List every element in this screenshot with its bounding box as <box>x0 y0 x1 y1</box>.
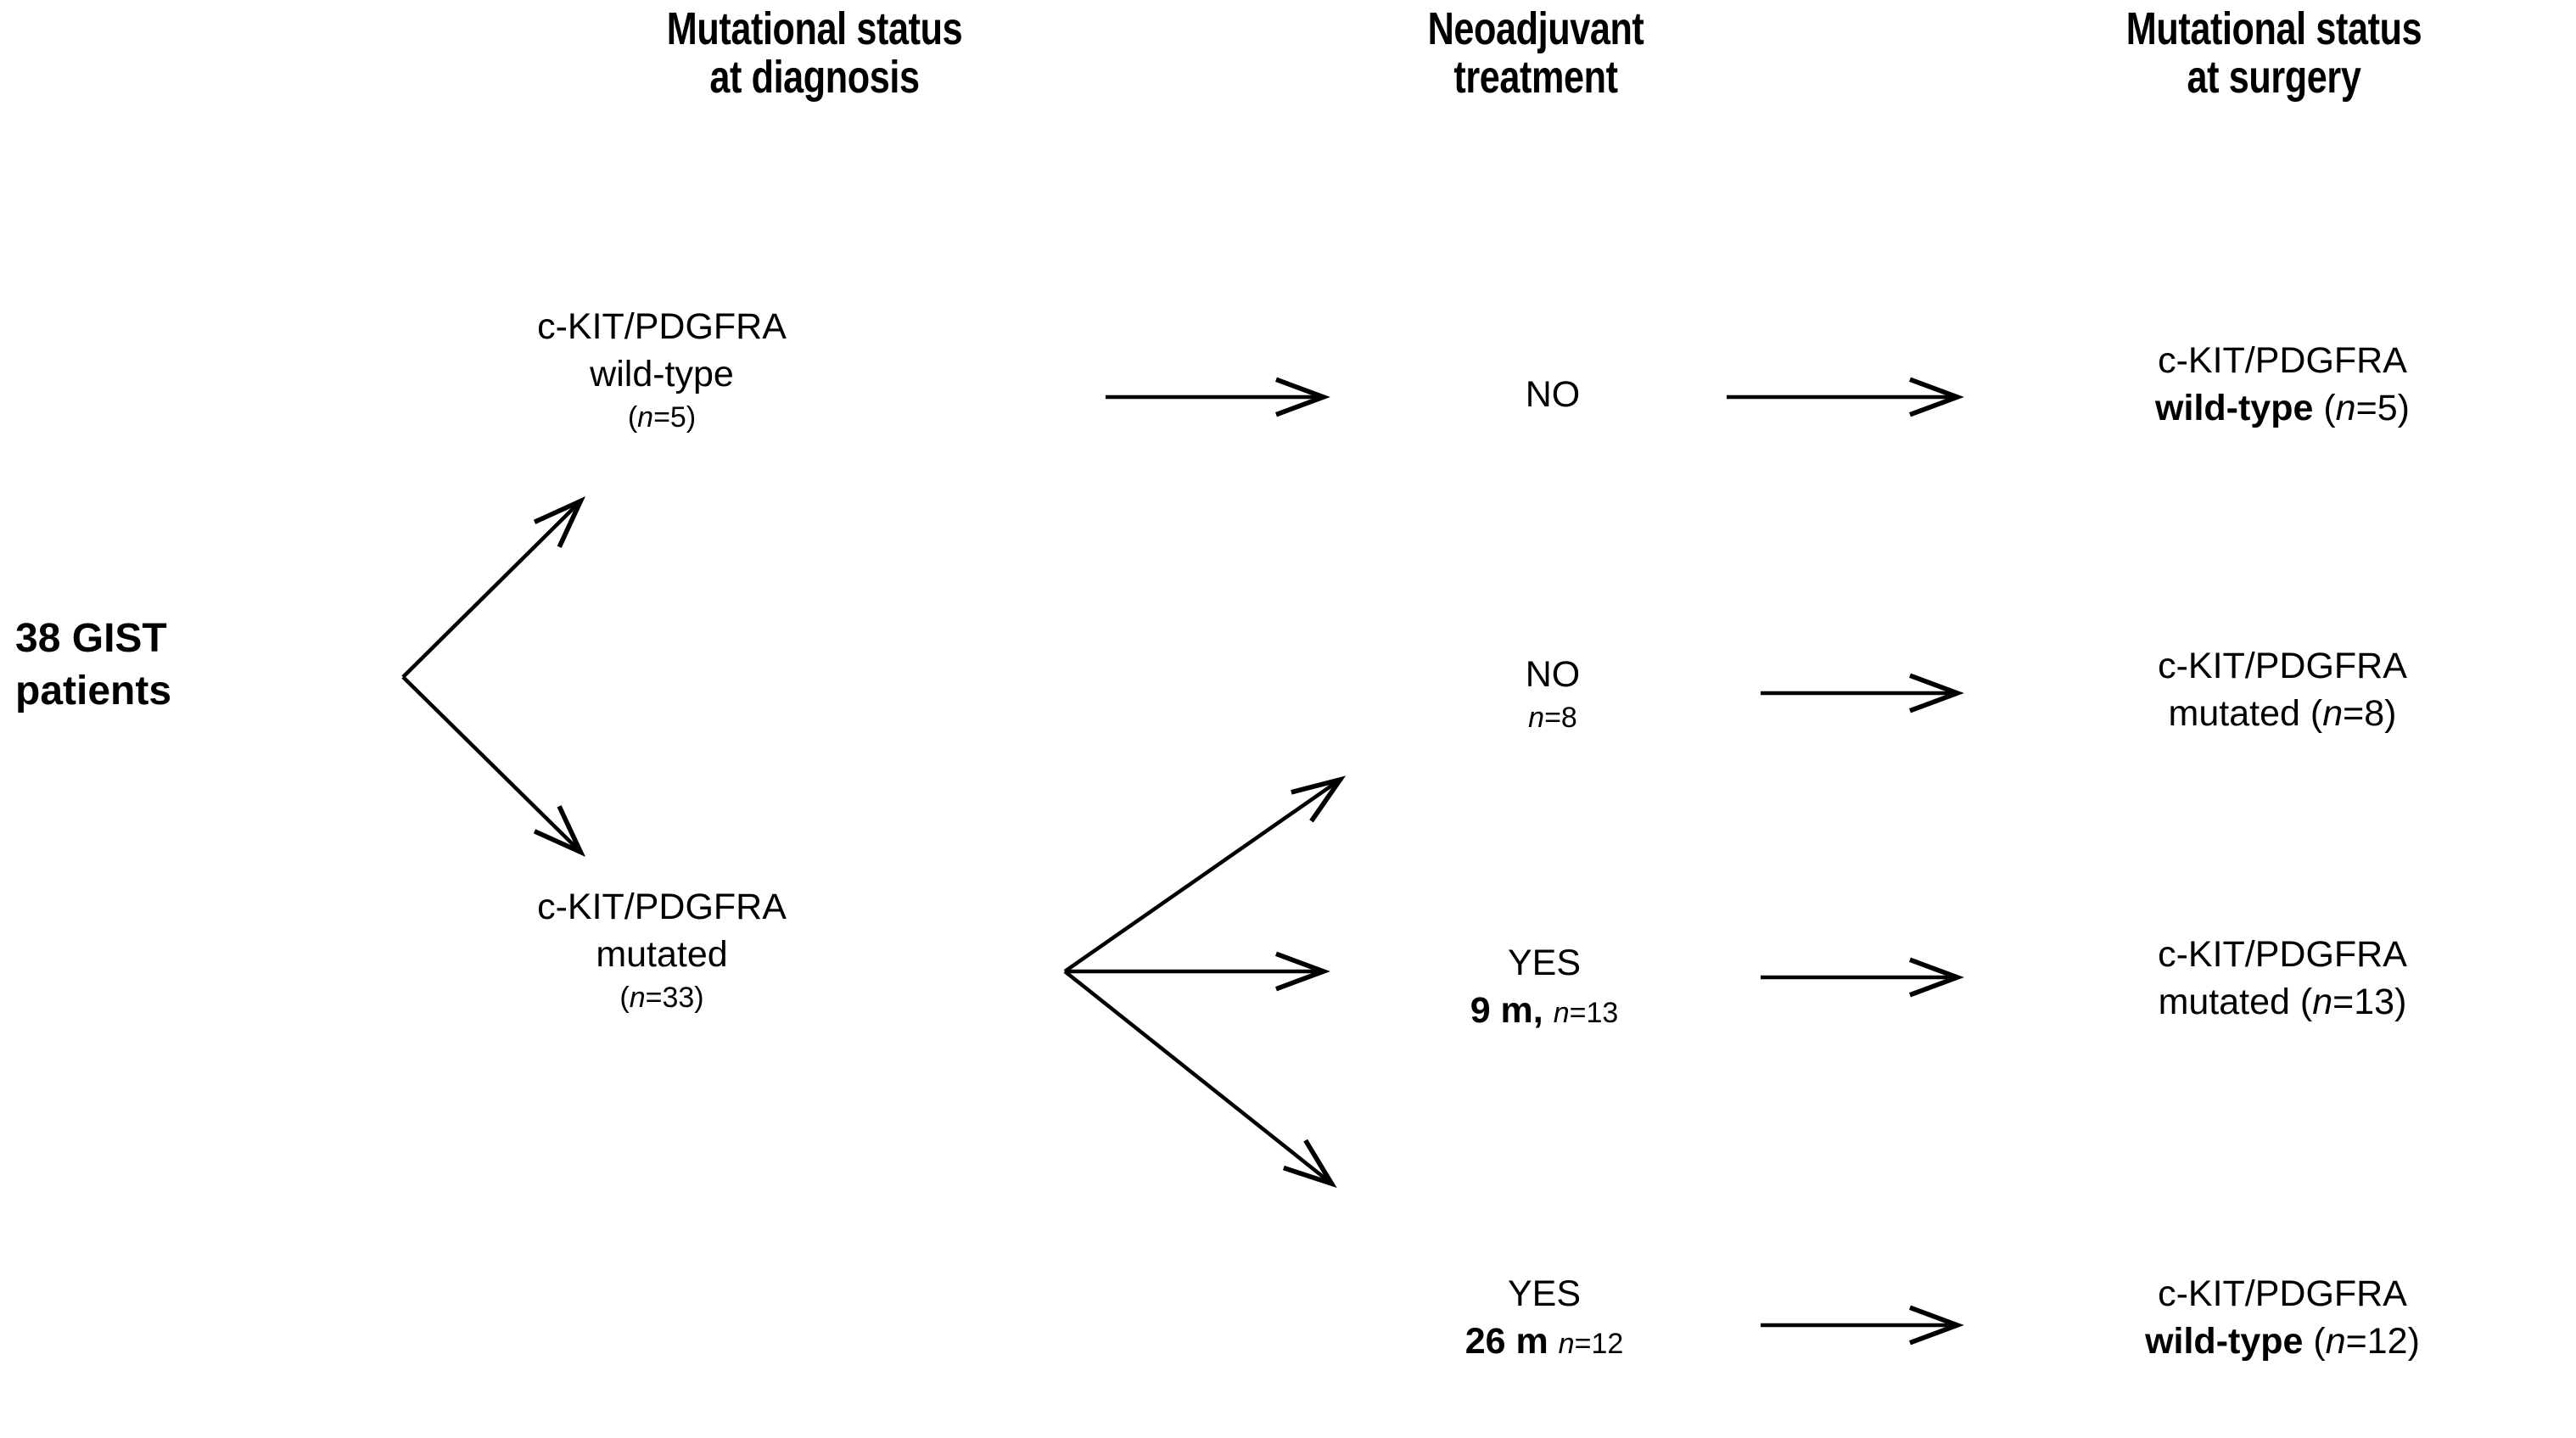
root-node-38-gist-patients: 38 GIST patients <box>15 613 304 719</box>
diagnosis-node-wild-type: c-KIT/PDGFRA wild-type (n=5) <box>450 304 874 436</box>
n-value: =5) <box>653 400 697 434</box>
paren-open: ( <box>2303 1320 2326 1362</box>
surgery-status: wild-type <box>2155 387 2314 428</box>
diagnosis-mut-gene: c-KIT/PDGFRA <box>537 887 787 927</box>
treatment-node-yes-9m: YES 9 m, n=13 <box>1358 940 1731 1035</box>
column-header-surgery: Mutational status at surgery <box>2125 3 2422 104</box>
surgery-gene: c-KIT/PDGFRA <box>2158 934 2407 975</box>
treatment-answer: YES <box>1507 1273 1582 1314</box>
surgery-status: mutated <box>2168 692 2300 734</box>
surgery-node-mutated-8: c-KIT/PDGFRA mutated (n=8) <box>2011 643 2554 738</box>
treatment-answer: YES <box>1507 943 1582 983</box>
diagnosis-wt-gene: c-KIT/PDGFRA <box>537 306 787 347</box>
n-value: =13) <box>2332 981 2407 1022</box>
n-symbol: n <box>2322 692 2344 734</box>
n-symbol: n <box>1528 701 1545 734</box>
surgery-status-count: mutated (n=8) <box>2011 691 2554 738</box>
paren-open: ( <box>619 981 630 1014</box>
treatment-duration-count: 9 m, n=13 <box>1358 988 1731 1035</box>
root-line-2: patients <box>15 669 172 714</box>
surgery-status: wild-type <box>2145 1320 2304 1362</box>
n-value: =5) <box>2355 387 2410 428</box>
arrow-root-to-wild-type <box>401 496 586 679</box>
arrow-mutated-to-no <box>1063 775 1347 973</box>
arrow-mutated-to-yes-26m <box>1063 970 1337 1189</box>
n-value: =12) <box>2345 1320 2420 1362</box>
n-symbol: n <box>2335 387 2356 428</box>
treatment-answer: NO <box>1525 654 1581 695</box>
treatment-duration-count: 26 m n=12 <box>1349 1318 1739 1366</box>
diagnosis-mut-count: (n=33) <box>450 979 874 1016</box>
n-symbol: n <box>2312 981 2333 1022</box>
n-symbol: n <box>637 400 654 434</box>
paren-open: ( <box>627 400 638 434</box>
surgery-status-count: mutated (n=13) <box>2011 979 2554 1027</box>
arrow-root-to-mutated <box>401 675 586 857</box>
n-symbol: n <box>629 981 646 1014</box>
surgery-gene: c-KIT/PDGFRA <box>2158 1273 2407 1314</box>
n-value: =12 <box>1574 1327 1624 1360</box>
surgery-gene: c-KIT/PDGFRA <box>2158 646 2407 686</box>
n-value: =8) <box>2343 692 2397 734</box>
diagnosis-wt-count: (n=5) <box>450 399 874 436</box>
n-value: =33) <box>645 981 704 1014</box>
treatment-node-no-wild-type: NO <box>1375 372 1731 419</box>
surgery-node-mutated-13: c-KIT/PDGFRA mutated (n=13) <box>2011 932 2554 1027</box>
paren-open: ( <box>2313 387 2336 428</box>
space <box>1548 1321 1559 1362</box>
n-symbol: n <box>2325 1320 2346 1362</box>
n-value: =8 <box>1544 701 1577 734</box>
surgery-status-count: wild-type (n=5) <box>2011 385 2554 433</box>
n-value: =13 <box>1569 996 1619 1029</box>
n-symbol: n <box>1558 1327 1575 1360</box>
treatment-count: n=8 <box>1375 699 1731 736</box>
diagnosis-node-mutated: c-KIT/PDGFRA mutated (n=33) <box>450 884 874 1016</box>
surgery-gene: c-KIT/PDGFRA <box>2158 340 2407 381</box>
diagnosis-wt-status: wild-type <box>590 353 734 394</box>
surgery-node-wild-type-12: c-KIT/PDGFRA wild-type (n=12) <box>2011 1271 2554 1366</box>
paren-open: ( <box>2289 981 2313 1022</box>
treatment-node-no-mutated: NO n=8 <box>1375 652 1731 736</box>
column-header-diagnosis: Mutational status at diagnosis <box>666 3 963 104</box>
root-line-1: 38 GIST <box>15 616 167 661</box>
surgery-status-count: wild-type (n=12) <box>2011 1318 2554 1366</box>
column-header-treatment: Neoadjuvant treatment <box>1427 3 1644 104</box>
treatment-duration: 26 m <box>1464 1320 1548 1362</box>
n-symbol: n <box>1553 996 1570 1029</box>
paren-open: ( <box>2299 692 2323 734</box>
treatment-duration: 9 m, <box>1470 989 1543 1031</box>
space <box>1543 990 1554 1031</box>
diagnosis-mut-status: mutated <box>596 933 728 975</box>
surgery-status: mutated <box>2158 981 2290 1022</box>
treatment-node-yes-26m: YES 26 m n=12 <box>1349 1271 1739 1366</box>
surgery-node-wild-type-5: c-KIT/PDGFRA wild-type (n=5) <box>2011 338 2554 433</box>
treatment-answer: NO <box>1525 374 1581 415</box>
